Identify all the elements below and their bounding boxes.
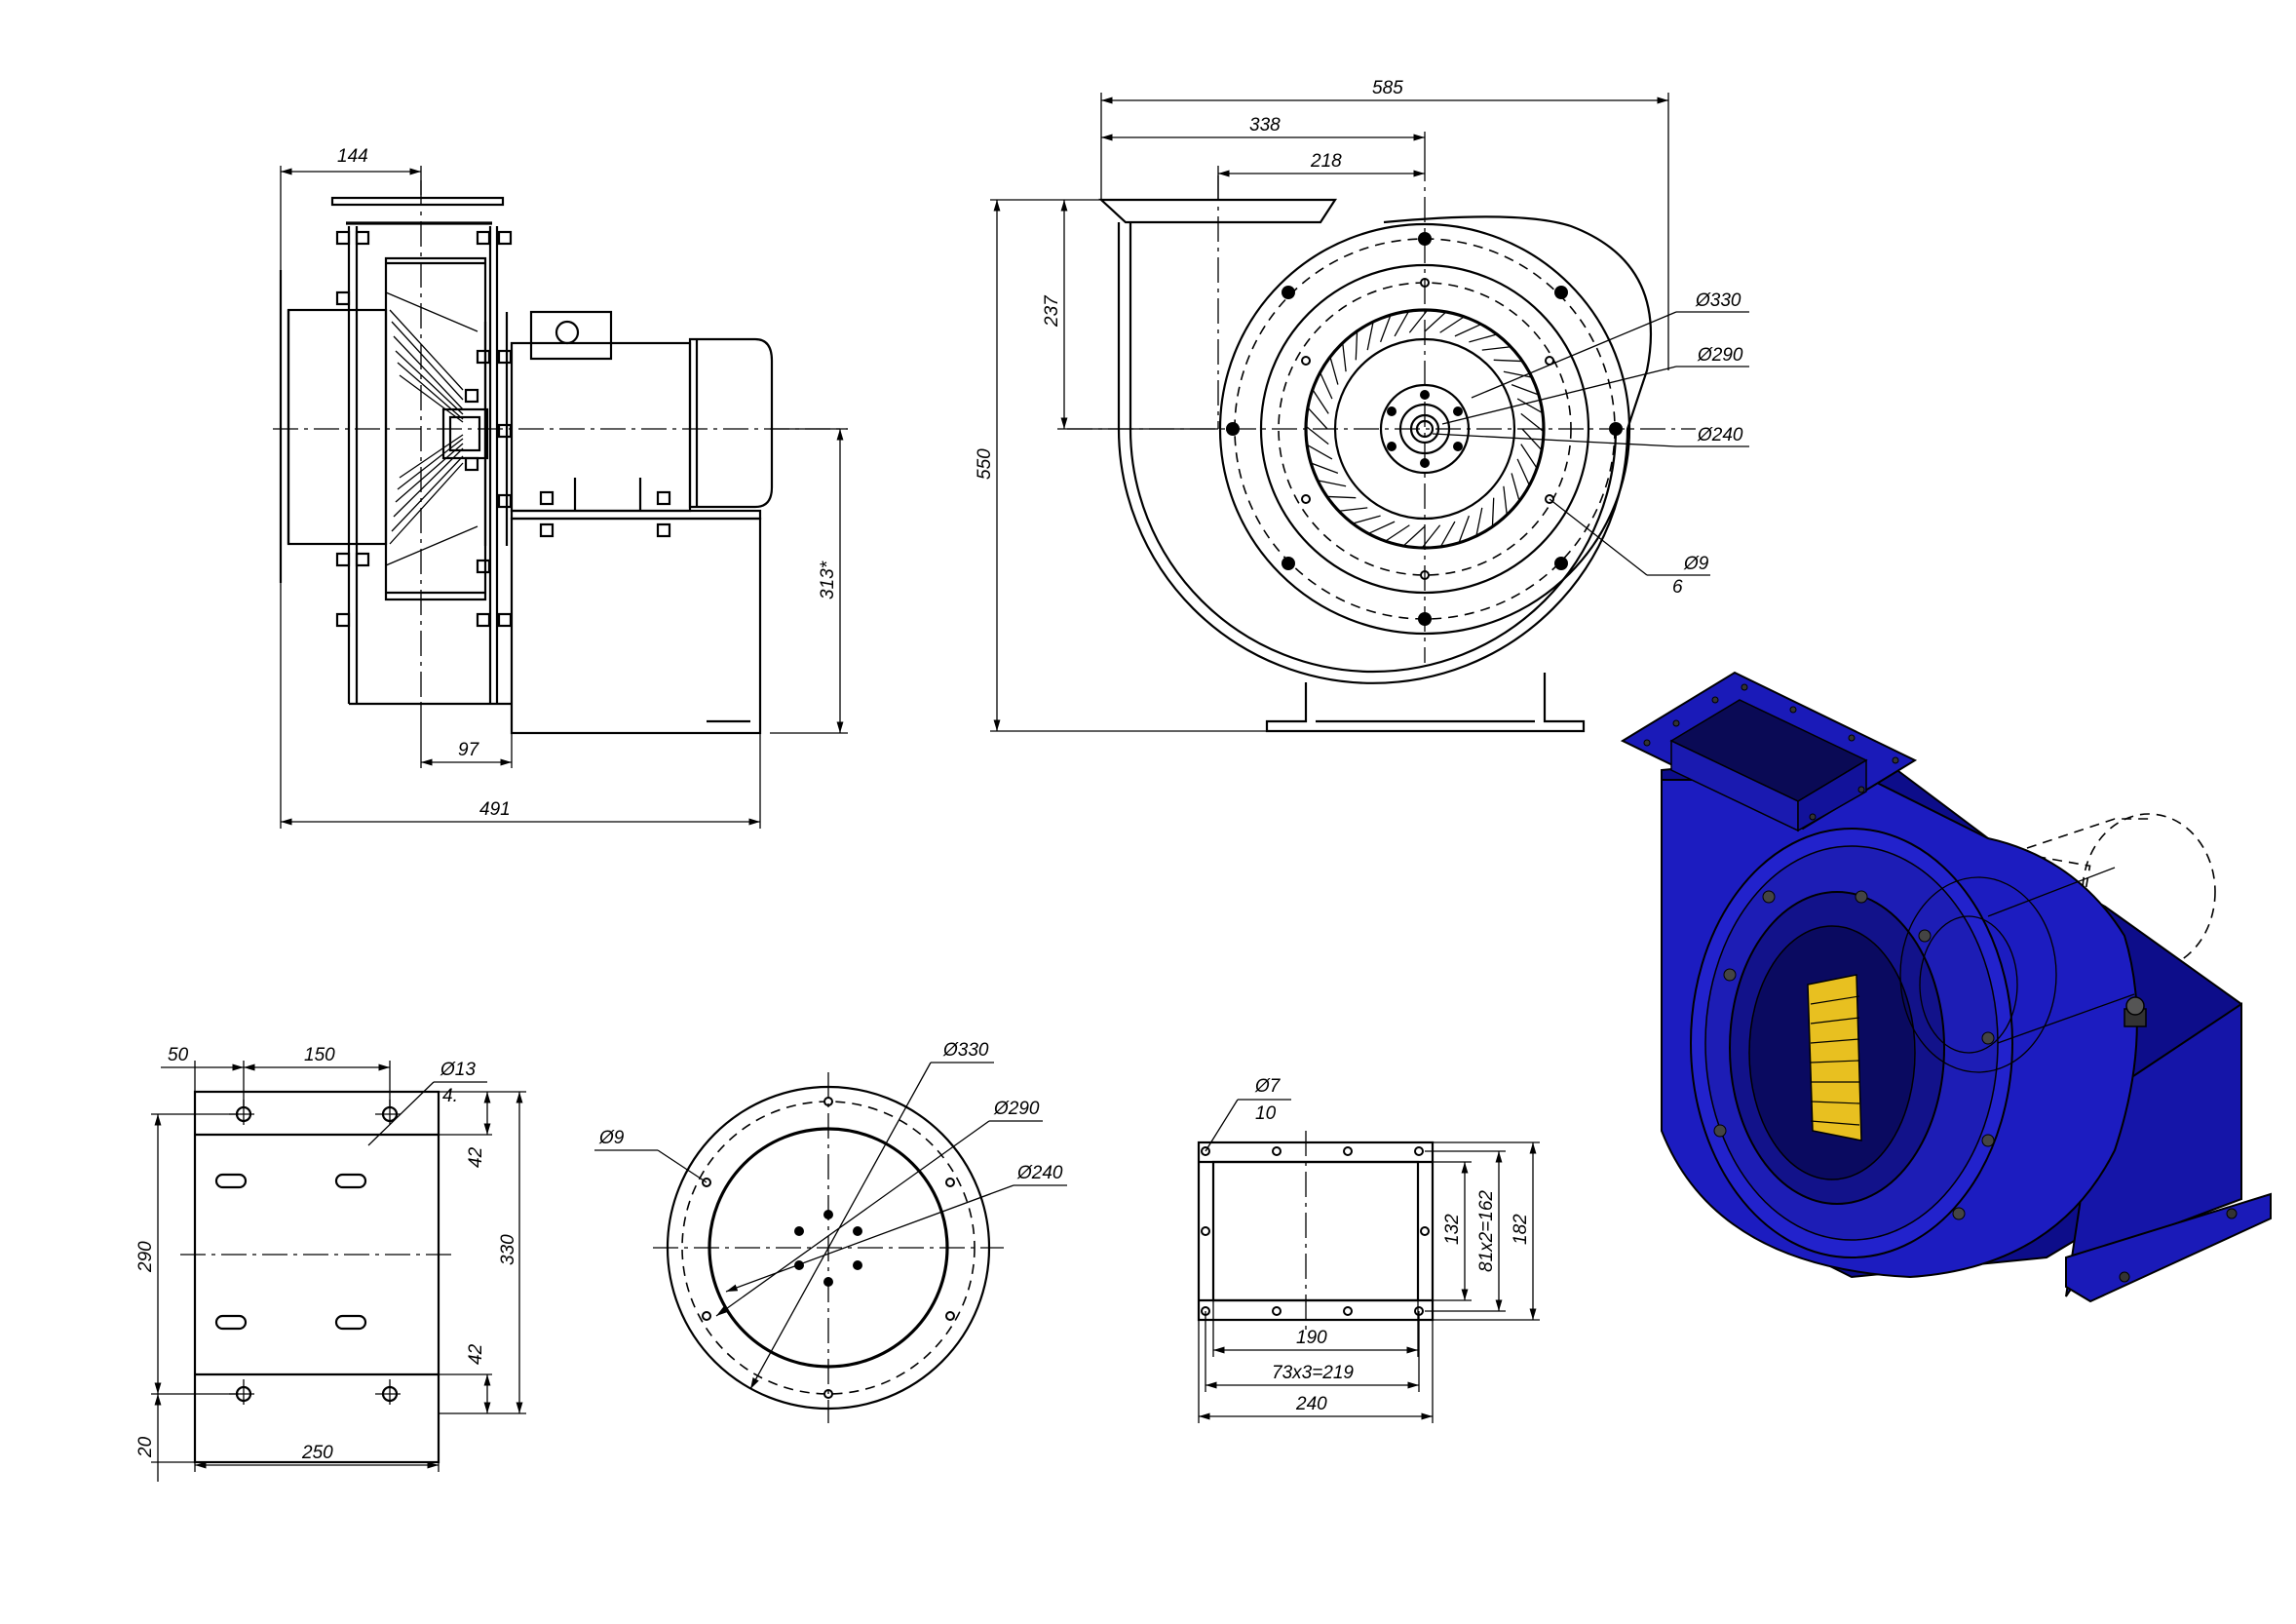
dim-flange-d240: Ø240 (1016, 1163, 1063, 1183)
impeller-blade (1342, 342, 1347, 372)
impeller-blade (1503, 370, 1533, 378)
dim-outlet-240: 240 (1295, 1394, 1327, 1414)
dim-20: 20 (135, 1436, 156, 1458)
dim-outlet-190: 190 (1296, 1328, 1327, 1348)
dim-491: 491 (479, 799, 511, 820)
dim-550: 550 (975, 448, 995, 480)
dim-outlet-d7: Ø7 (1254, 1076, 1282, 1097)
dim-outlet-10: 10 (1255, 1103, 1277, 1124)
dim-outlet-162: 81x2=162 (1476, 1190, 1497, 1272)
impeller-blade (1312, 389, 1329, 414)
impeller-blade (1366, 321, 1374, 351)
impeller-blade (1424, 311, 1447, 332)
dim-outlet-219: 73x3=219 (1272, 1363, 1354, 1383)
side-view: 144 97 491 313* (273, 146, 848, 829)
impeller-blade (1454, 324, 1482, 337)
impeller-blade (1439, 316, 1465, 333)
dim-150: 150 (304, 1045, 335, 1065)
impeller-blade (1317, 480, 1347, 487)
impeller-blade (1326, 495, 1357, 499)
impeller-blade (1475, 507, 1483, 537)
impeller-blade (1402, 525, 1426, 547)
impeller-blade (1355, 330, 1358, 361)
dim-d240: Ø240 (1697, 425, 1743, 445)
impeller-blade (1503, 485, 1508, 516)
impeller-blade (1379, 314, 1392, 343)
impeller-blade (1305, 425, 1329, 445)
dim-d290: Ø290 (1697, 345, 1743, 366)
impeller-blade (1511, 473, 1520, 502)
dim-outlet-182: 182 (1511, 1214, 1531, 1245)
impeller-blade (1352, 515, 1381, 524)
impeller-blade (1310, 462, 1339, 475)
dim-290-base: 290 (135, 1241, 156, 1273)
dim-330-base: 330 (498, 1234, 518, 1265)
dim-237: 237 (1042, 294, 1062, 328)
impeller-blade (1306, 444, 1333, 460)
dim-6: 6 (1672, 577, 1683, 598)
dim-250: 250 (301, 1443, 333, 1463)
impeller-blade (1367, 521, 1396, 534)
front-view: Ø330 Ø290 Ø240 Ø9 6 585 338 218 550 237 (975, 78, 1749, 733)
impeller-blade (1511, 383, 1540, 396)
dim-144: 144 (337, 146, 368, 167)
dim-d13: Ø13 (440, 1060, 476, 1080)
impeller-blade (1385, 524, 1410, 542)
dim-flange-d290: Ø290 (993, 1099, 1040, 1119)
impeller-blade (1493, 359, 1523, 363)
impeller-blade (1394, 310, 1410, 337)
impeller-blade (1458, 515, 1471, 544)
fan-3d-render (1620, 671, 2272, 1303)
dim-42-bottom: 42 (466, 1343, 486, 1365)
dim-313: 313* (818, 561, 838, 599)
impeller-blade (1469, 333, 1498, 343)
impeller-blade (1439, 521, 1456, 548)
dim-flange-d9: Ø9 (598, 1128, 625, 1148)
impeller-blade (1320, 371, 1333, 400)
dim-218: 218 (1310, 151, 1342, 172)
impeller-blade (1481, 346, 1512, 351)
impeller-blade (1520, 444, 1538, 469)
dim-97: 97 (458, 740, 480, 760)
impeller-blade (1307, 406, 1328, 430)
dim-42-top: 42 (466, 1146, 486, 1168)
impeller-blade (1338, 507, 1368, 512)
outlet-flange-view: Ø7 10 132 81x2=162 182 190 73x3=219 240 (1197, 1076, 1540, 1423)
dim-outlet-132: 132 (1442, 1214, 1463, 1245)
inlet-flange-view: Ø9 Ø330 Ø290 Ø240 (594, 1040, 1067, 1423)
dim-flange-d330: Ø330 (942, 1040, 989, 1061)
impeller-blade (1329, 356, 1339, 385)
dim-d9: Ø9 (1683, 554, 1709, 574)
impeller-blade (1491, 497, 1495, 527)
impeller-blade (1516, 398, 1544, 414)
dim-4: 4. (442, 1086, 458, 1106)
dim-50: 50 (168, 1045, 189, 1065)
dim-d330: Ø330 (1695, 290, 1741, 311)
dim-585: 585 (1372, 78, 1403, 98)
impeller-blade (1516, 458, 1530, 486)
dim-338: 338 (1249, 115, 1281, 135)
base-plate-view: 50 150 Ø13 4. 290 20 42 42 330 250 (135, 1045, 526, 1482)
